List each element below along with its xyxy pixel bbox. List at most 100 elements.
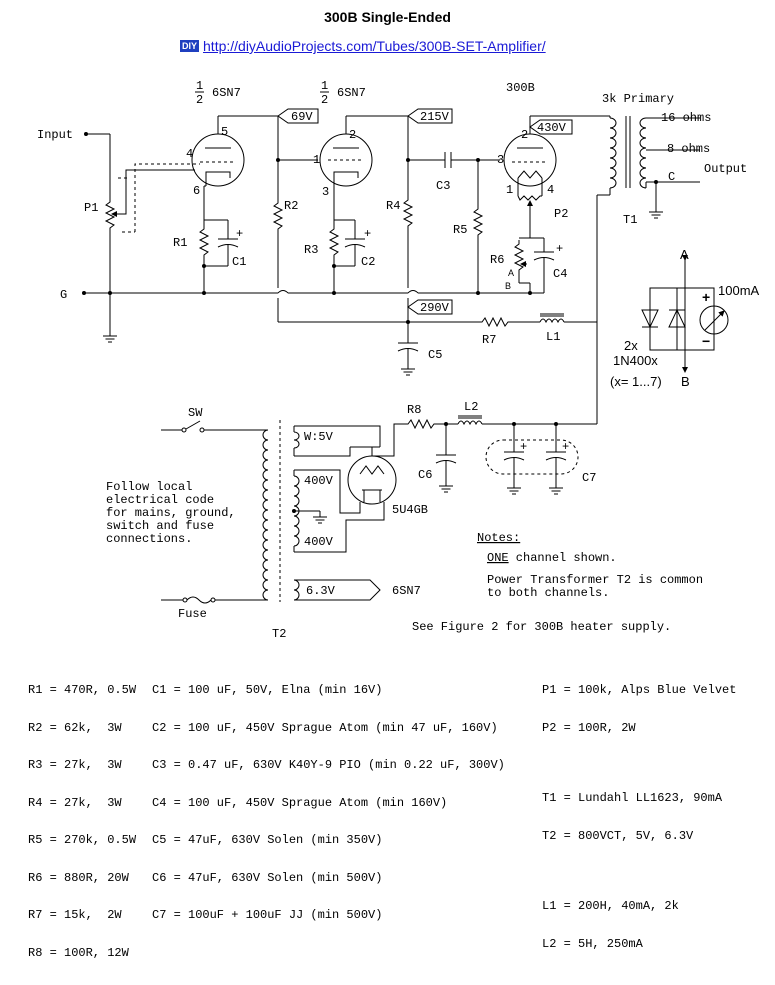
list-item: L2 = 5H, 250mA (542, 936, 643, 951)
svg-text:Notes:: Notes: (477, 531, 520, 545)
list-item: C2 = 100 uF, 450V Sprague Atom (min 47 u… (152, 720, 498, 735)
svg-text:+: + (562, 440, 569, 454)
input-stage: Input P1 G (37, 128, 540, 343)
list-item: C6 = 47uF, 630V Solen (min 500V) (152, 870, 383, 885)
svg-text:for mains, ground,: for mains, ground, (106, 506, 236, 520)
tube-v3-300b: 300B 430V 3 2 1 4 P2 (497, 81, 610, 238)
svg-text:C6: C6 (418, 468, 432, 482)
r6-c4-cathode: + R6 A B C4 (490, 237, 567, 295)
svg-text:T1: T1 (623, 213, 637, 227)
svg-text:1: 1 (506, 183, 513, 197)
node-215v: 215V R4 (386, 108, 453, 322)
list-item: R3 = 27k, 3W (28, 758, 122, 772)
list-item: P2 = 100R, 2W (542, 720, 636, 735)
svg-text:2x: 2x (624, 338, 638, 353)
svg-text:100mA: 100mA (718, 283, 760, 298)
svg-text:2: 2 (521, 128, 528, 142)
svg-text:3k Primary: 3k Primary (602, 92, 674, 106)
list-item: R7 = 15k, 2W (28, 908, 122, 922)
svg-text:4: 4 (186, 147, 193, 161)
svg-text:R5: R5 (453, 223, 467, 237)
list-item: R8 = 100R, 12W (28, 945, 129, 960)
svg-text:−: − (702, 333, 710, 349)
schematic-diagram: Input P1 G 1 (37, 79, 760, 641)
svg-text:L1: L1 (546, 330, 560, 344)
svg-text:ONE channel shown.: ONE channel shown. (487, 551, 617, 565)
svg-text:R2: R2 (284, 199, 298, 213)
svg-text:connections.: connections. (106, 532, 192, 546)
svg-text:69V: 69V (291, 110, 313, 124)
svg-text:6: 6 (193, 184, 200, 198)
svg-text:4: 4 (547, 183, 554, 197)
svg-text:215V: 215V (420, 110, 450, 124)
list-item: C1 = 100 uF, 50V, Elna (min 16V) (152, 683, 383, 697)
svg-text:2: 2 (321, 93, 328, 107)
svg-text:+: + (702, 289, 710, 305)
svg-text:+: + (236, 227, 243, 241)
svg-text:R8: R8 (407, 403, 421, 417)
pot-transformer-choke-list: P1 = 100k, Alps Blue Velvet P2 = 100R, 2… (542, 659, 736, 975)
svg-text:1: 1 (313, 153, 320, 167)
svg-text:T2: T2 (272, 627, 286, 641)
svg-text:16 ohms: 16 ohms (661, 111, 711, 125)
b-plus-rail: 290V C5 R7 L1 (278, 299, 598, 420)
list-item: R6 = 880R, 20W (28, 870, 129, 885)
c7-dual-cap: + + C7 (485, 422, 596, 495)
ground-label: G (60, 288, 67, 302)
svg-text:(x= 1...7): (x= 1...7) (610, 374, 662, 389)
svg-text:R4: R4 (386, 199, 400, 213)
svg-text:C1: C1 (232, 255, 246, 269)
svg-text:W:5V: W:5V (304, 430, 334, 444)
svg-text:to both channels.: to both channels. (487, 586, 609, 600)
diy-logo-icon: DIY (180, 40, 200, 52)
capacitor-list: C1 = 100 uF, 50V, Elna (min 16V) C2 = 10… (152, 659, 505, 947)
list-item: T2 = 800VCT, 5V, 6.3V (542, 828, 694, 843)
list-item: R2 = 62k, 3W (28, 720, 122, 735)
node-69v: 69V R2 (273, 108, 319, 322)
svg-text:1: 1 (196, 79, 203, 93)
svg-text:See Figure 2 for 300B heater s: See Figure 2 for 300B heater supply. (412, 620, 671, 634)
r3-c2-cathode: + R3 C2 (304, 219, 375, 295)
svg-text:C3: C3 (436, 179, 450, 193)
svg-text:2: 2 (349, 128, 356, 142)
list-item: C5 = 47uF, 630V Solen (min 350V) (152, 833, 383, 847)
svg-text:C4: C4 (553, 267, 567, 281)
list-item: T1 = Lundahl LL1623, 90mA (542, 791, 723, 805)
p1-potentiometer (105, 197, 118, 233)
list-item: C4 = 100 uF, 450V Sprague Atom (min 160V… (152, 795, 448, 810)
svg-text:C: C (668, 170, 675, 184)
svg-text:switch and fuse: switch and fuse (106, 519, 214, 533)
svg-text:5U4GB: 5U4GB (392, 503, 428, 517)
svg-text:3: 3 (497, 153, 504, 167)
svg-text:6.3V: 6.3V (306, 584, 336, 598)
input-label: Input (37, 128, 73, 142)
svg-text:3: 3 (322, 185, 329, 199)
svg-text:R6: R6 (490, 253, 504, 267)
notes-block: Notes: ONE channel shown. Power Transfor… (412, 531, 703, 634)
svg-text:A: A (508, 268, 514, 278)
svg-text:B: B (681, 374, 690, 389)
list-item: P1 = 100k, Alps Blue Velvet (542, 683, 737, 697)
source-link[interactable]: http://diyAudioProjects.com/Tubes/300B-S… (203, 38, 546, 54)
r1-c1-cathode: + R1 C1 (173, 219, 246, 295)
v3-type: 300B (506, 81, 535, 95)
svg-text:400V: 400V (304, 535, 334, 549)
p1-label: P1 (84, 201, 98, 215)
svg-text:5: 5 (221, 125, 228, 139)
resistor-list: R1 = 470R, 0.5W R2 = 62k, 3W R3 = 27k, 3… (28, 659, 136, 984)
power-supply: SW Fuse T2 W:5V 400V 400V (161, 400, 598, 641)
svg-text:R3: R3 (304, 243, 318, 257)
svg-text:C5: C5 (428, 348, 442, 362)
svg-text:430V: 430V (537, 121, 567, 135)
list-item: C3 = 0.47 uF, 630V K40Y-9 PIO (min 0.22 … (152, 758, 505, 772)
list-item: C7 = 100uF + 100uF JJ (min 500V) (152, 908, 383, 922)
list-item: R4 = 27k, 3W (28, 795, 122, 810)
rectifier-5u4gb: 5U4GB (347, 446, 428, 517)
svg-text:1: 1 (321, 79, 328, 93)
svg-text:P2: P2 (554, 207, 568, 221)
tube-v2-6sn7: 1 2 6SN7 1 2 3 (313, 79, 408, 220)
svg-text:electrical code: electrical code (106, 493, 214, 507)
svg-text:Fuse: Fuse (178, 607, 207, 621)
